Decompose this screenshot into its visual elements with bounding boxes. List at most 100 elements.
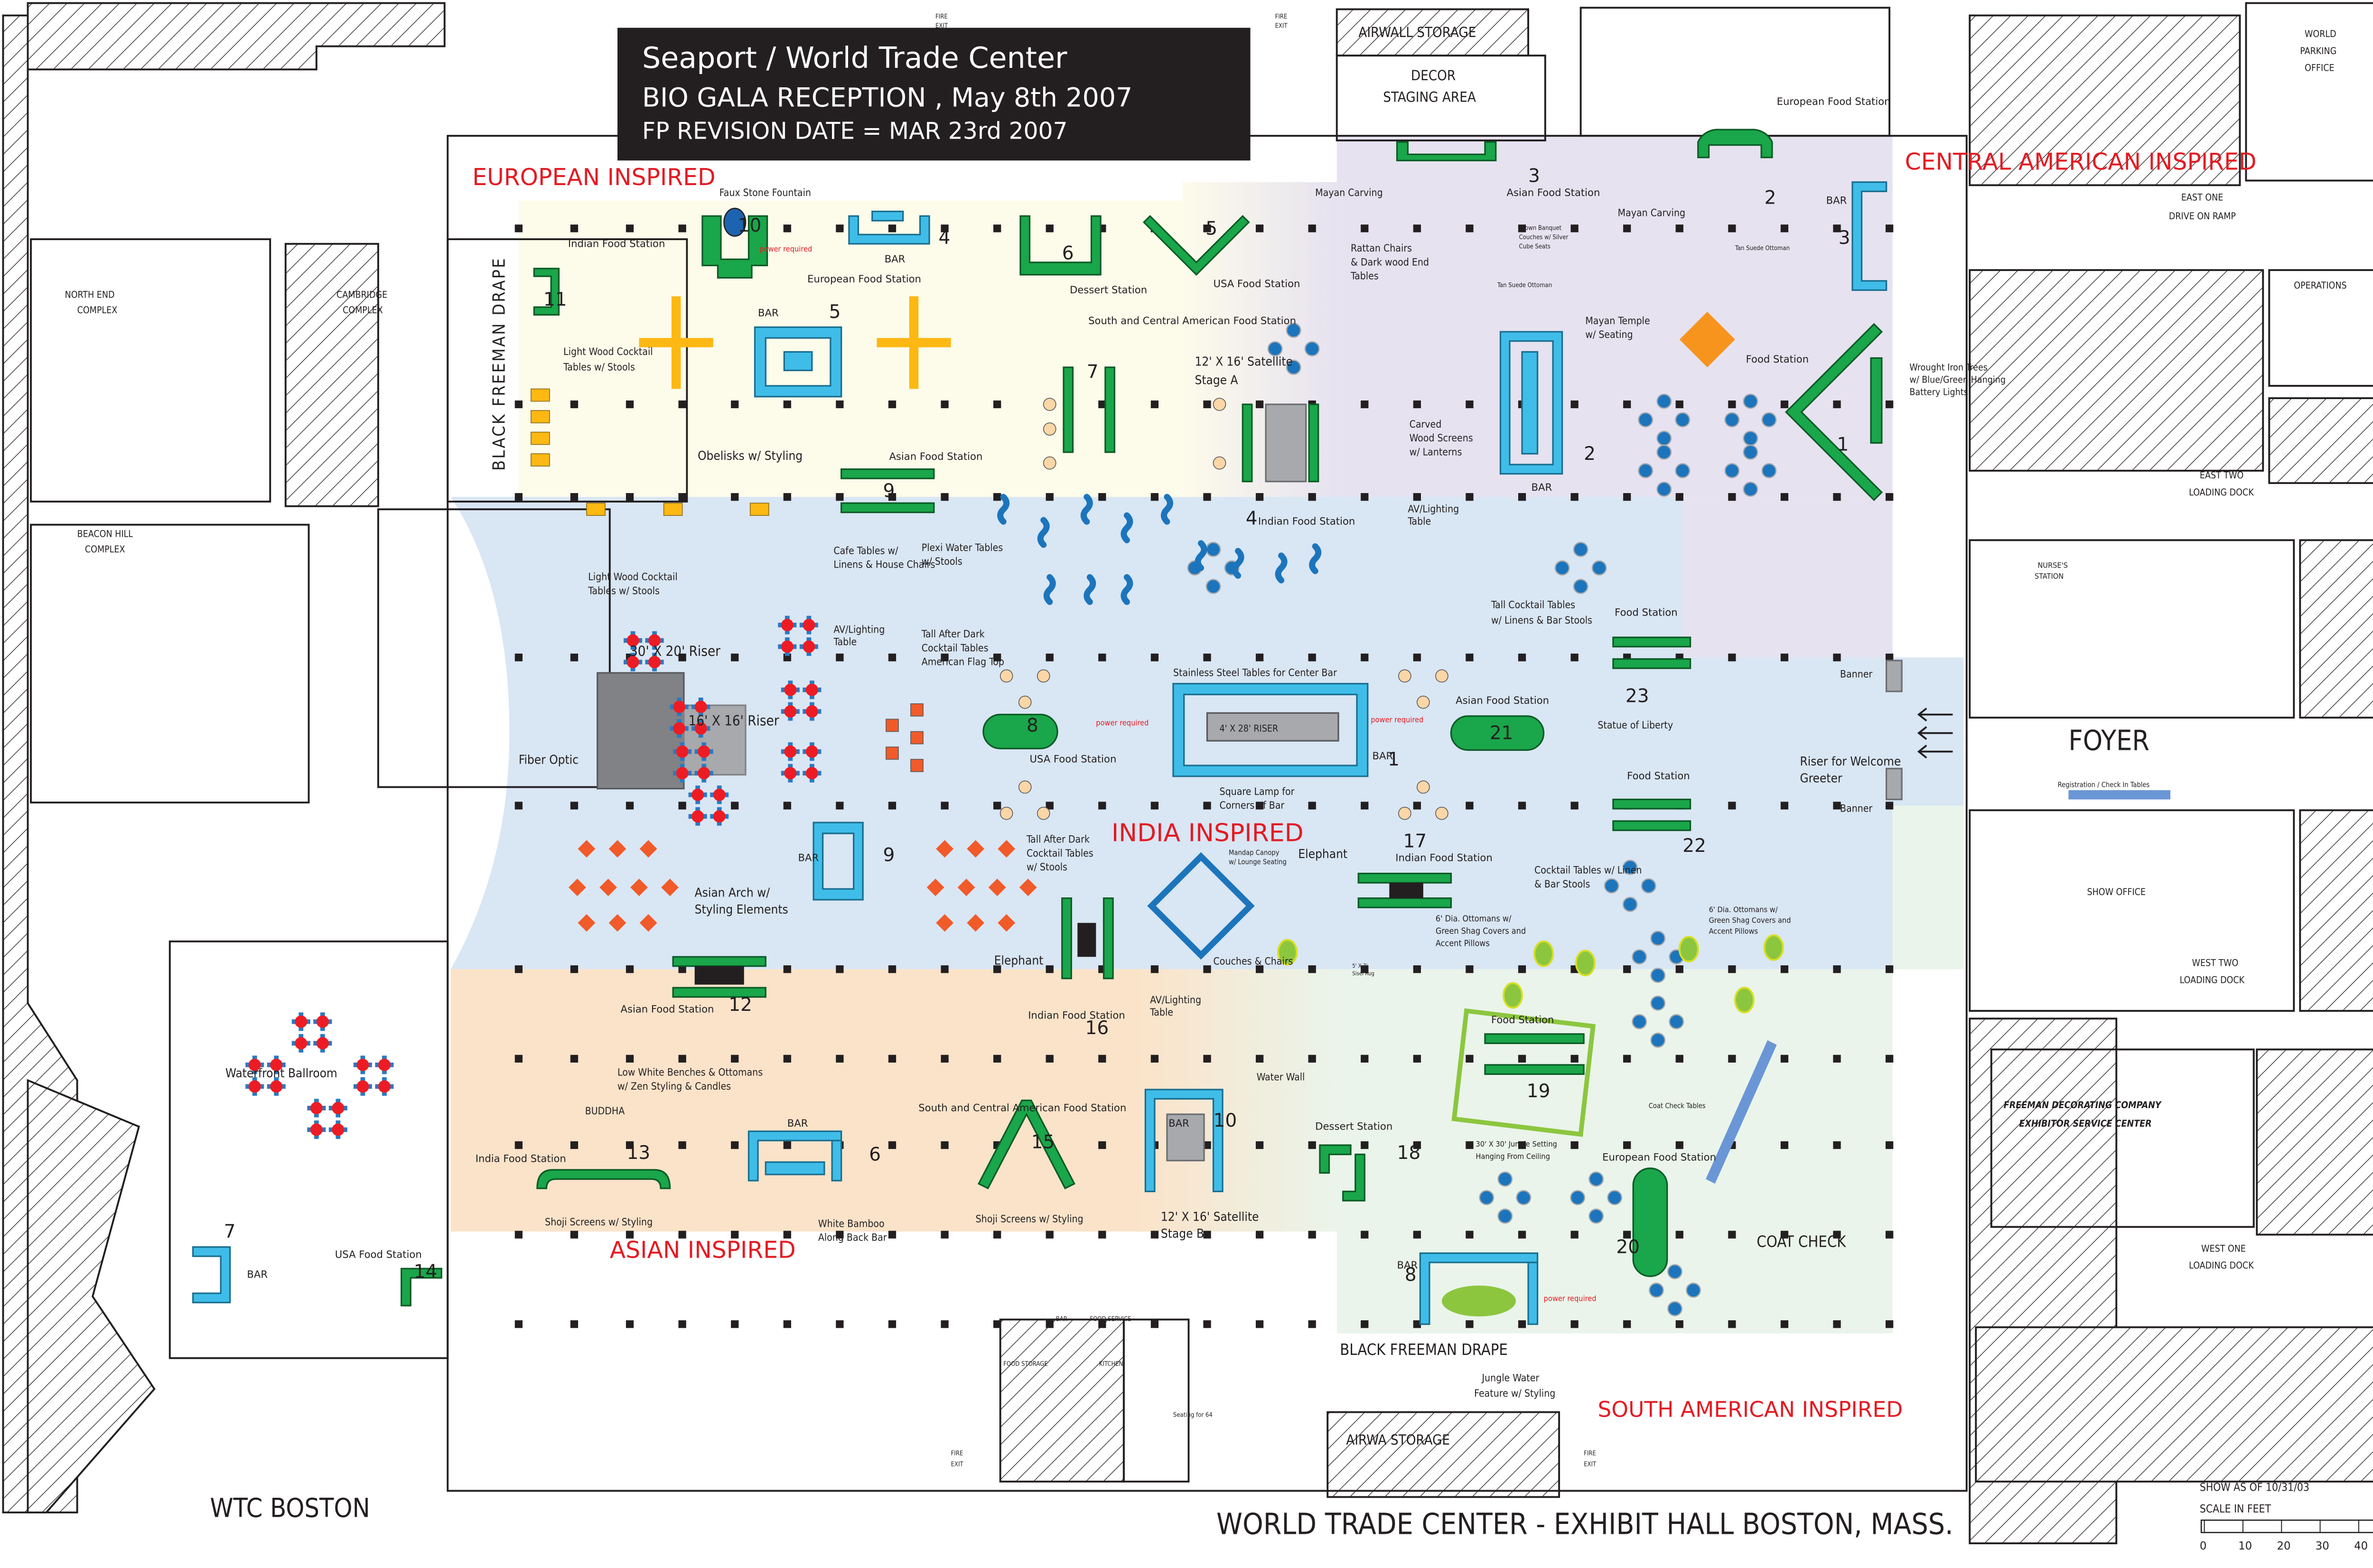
structural-column — [1833, 802, 1841, 810]
station-number: 7 — [224, 1221, 236, 1242]
structural-column — [1570, 400, 1579, 409]
hatched-kitchen — [999, 1318, 1125, 1483]
high-top-table — [1205, 579, 1221, 594]
structural-column — [570, 1141, 579, 1149]
flag-top-table — [910, 759, 924, 772]
peach-cocktail-table — [1213, 456, 1226, 470]
round-table-36 — [670, 697, 689, 716]
structural-column — [1150, 1320, 1159, 1328]
station-13-shape — [536, 1169, 671, 1189]
venue-main-label: WORLD TRADE CENTER - EXHIBIT HALL BOSTON… — [1216, 1507, 1953, 1541]
ann-brown-banquet-1: Brown Banquet — [1519, 225, 1562, 232]
structural-column — [1518, 802, 1526, 810]
green-shag-ottoman — [1533, 940, 1554, 967]
fire-exit-5: FIRE — [951, 1450, 963, 1457]
bar-5-shape — [754, 326, 842, 398]
structural-column — [1518, 965, 1526, 973]
structural-column — [1046, 653, 1054, 662]
station-number: 4 — [1246, 508, 1258, 530]
station-number: 2 — [1584, 443, 1596, 465]
station-11-shape — [533, 268, 560, 316]
fire-exit-6: EXIT — [951, 1461, 964, 1468]
ann-sisel-2: Sisel Rug — [1352, 970, 1374, 977]
station-number: 18 — [1397, 1142, 1421, 1164]
elephant-17-icon — [1389, 883, 1423, 898]
station-label: Food Station — [1491, 1014, 1554, 1026]
room-labels: NORTH END COMPLEX CAMBRIDGE COMPLEX BEAC… — [65, 13, 2347, 1468]
station-label: Indian Food Station — [1028, 1009, 1125, 1021]
ann-mayan-carving-2: Mayan Carving — [1618, 206, 1685, 218]
structural-column — [1098, 1141, 1106, 1149]
structural-column — [1098, 493, 1106, 501]
structural-column — [1780, 400, 1789, 409]
station-8-shape — [982, 714, 1058, 749]
station-9-shape — [841, 468, 935, 513]
ann-statue: Statue of Liberty — [1598, 719, 1673, 731]
mandap-canopy-icon — [1147, 852, 1255, 960]
ann-ottomans-1c: Accent Pillows — [1436, 938, 1490, 948]
structural-column — [1203, 400, 1211, 409]
station-label: BAR — [1373, 750, 1393, 762]
plexi-water-table — [997, 494, 1010, 525]
entry-arrow-icon — [1917, 708, 1953, 722]
structural-column — [1308, 1320, 1316, 1328]
structural-column — [1728, 224, 1736, 233]
structural-column — [1780, 224, 1789, 233]
ann-shoji-2: Shoji Screens w/ Styling — [976, 1213, 1084, 1225]
flag-top-table — [886, 719, 899, 732]
station-7-left — [1063, 366, 1074, 453]
peach-cocktail-table — [1398, 669, 1411, 683]
high-top-table — [1304, 341, 1320, 356]
ann-riser-4x28: 4' X 28' RISER — [1220, 723, 1279, 734]
station-label: Indian Food Station — [568, 237, 665, 249]
structural-column — [888, 965, 897, 973]
structural-column — [941, 965, 949, 973]
ann-ottomans-1a: 6' Dia. Ottomans w/ — [1436, 914, 1512, 924]
high-top-table — [1573, 541, 1588, 557]
station-label: BAR — [247, 1269, 268, 1280]
high-top-table — [1743, 393, 1758, 409]
room-airwall-top: AIRWALL STORAGE — [1358, 24, 1476, 40]
structural-column — [1833, 1231, 1841, 1239]
structural-column — [1413, 965, 1421, 973]
room-cambridge-1: CAMBRIDGE — [336, 289, 387, 300]
station-label: Food Station — [1627, 770, 1690, 782]
ann-brown-banquet-3: Cube Seats — [1519, 243, 1551, 251]
structural-column — [570, 653, 579, 662]
bar-9-shape — [813, 821, 864, 901]
structural-column — [1046, 965, 1054, 973]
ann-av-1a: AV/Lighting — [1408, 503, 1459, 515]
cocktail-table — [998, 840, 1016, 858]
structural-column — [1728, 1055, 1736, 1063]
ann-tan-suede-2: Tan Suede Ottoman — [1735, 245, 1790, 252]
room-decor-2: STAGING AREA — [1383, 89, 1476, 105]
scale-tick-label: 0 — [2200, 1540, 2206, 1552]
station-label: Asian Food Station — [1456, 694, 1549, 706]
high-top-table — [1724, 412, 1740, 428]
structural-column — [836, 1320, 844, 1328]
structural-column — [1150, 1055, 1159, 1063]
structural-column — [1885, 400, 1894, 409]
structural-column — [626, 400, 634, 409]
station-label: BAR — [885, 253, 906, 265]
light-wood-cross-table — [877, 338, 951, 347]
structural-column — [888, 400, 897, 409]
structural-column — [514, 1141, 523, 1149]
structural-column — [1728, 400, 1736, 409]
round-table-36 — [245, 1055, 264, 1074]
cocktail-table — [608, 914, 626, 932]
structural-column — [1885, 1320, 1894, 1328]
station-number: 22 — [1682, 835, 1706, 857]
station-22-top — [1612, 798, 1691, 810]
structural-column — [626, 1231, 634, 1239]
structural-column — [1308, 1055, 1316, 1063]
scale-tick-label: 30 — [2316, 1540, 2329, 1552]
high-top-table — [1656, 430, 1672, 446]
station-16-left — [1061, 897, 1072, 980]
room-seating-64: Seating for 64 — [1173, 1411, 1213, 1419]
structural-column — [1413, 224, 1421, 233]
